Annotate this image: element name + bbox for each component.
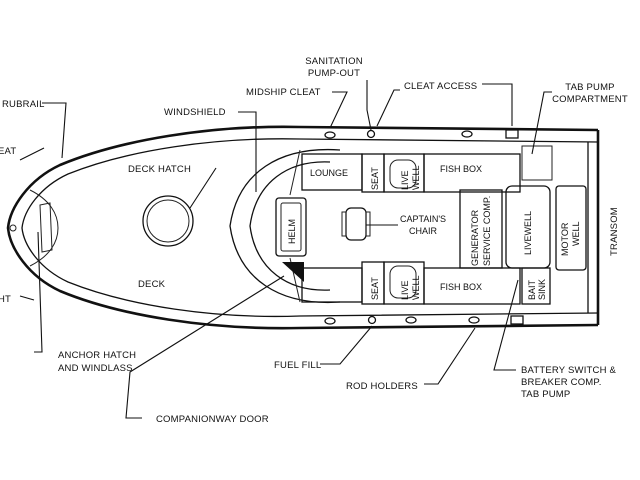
light-left-label: HT bbox=[0, 294, 11, 305]
bow-details bbox=[29, 189, 59, 267]
top-compartments bbox=[301, 145, 553, 193]
generator-label-2: SERVICE COMP. bbox=[482, 196, 492, 266]
captains-chair-label-2: CHAIR bbox=[409, 226, 438, 236]
deck-hatch bbox=[142, 195, 194, 247]
livewell-label: LIVEWELL bbox=[523, 211, 533, 255]
companionway-door-label: COMPANIONWAY DOOR bbox=[156, 414, 269, 425]
bait-sink-label-2: SINK bbox=[537, 279, 547, 300]
hull-outline bbox=[6, 125, 600, 330]
seat-bottom-label: SEAT bbox=[370, 277, 380, 300]
anchor-hatch-label-1: ANCHOR HATCH bbox=[58, 350, 136, 361]
fish-box-bottom-label: FISH BOX bbox=[440, 282, 482, 292]
midship-cleat-label: MIDSHIP CLEAT bbox=[246, 87, 321, 98]
leader-lines bbox=[19, 80, 552, 419]
sanitation-label-2: PUMP-OUT bbox=[308, 68, 360, 79]
deck-label: DECK bbox=[138, 279, 166, 290]
transom-label: TRANSOM bbox=[609, 207, 620, 256]
live-well-bottom-label-1: LIVE bbox=[400, 280, 410, 300]
fuel-fill-label: FUEL FILL bbox=[274, 360, 321, 371]
captains-chair bbox=[341, 207, 371, 241]
motor-well-label-2: WELL bbox=[571, 221, 581, 246]
helm-label: HELM bbox=[287, 219, 297, 244]
helm bbox=[275, 197, 307, 257]
battery-switch-label-3: TAB PUMP bbox=[521, 389, 570, 400]
cleats-and-fittings bbox=[324, 129, 524, 325]
live-well-top-label-2: WELL bbox=[411, 165, 421, 190]
battery-switch-label-2: BREAKER COMP. bbox=[521, 377, 602, 388]
lounge-label: LOUNGE bbox=[310, 168, 348, 178]
rubrail-label: RUBRAIL bbox=[2, 99, 45, 110]
cleat-left-label: EAT bbox=[0, 146, 16, 157]
windshield-label: WINDSHIELD bbox=[164, 107, 226, 118]
tab-pump-comp-label-1: TAB PUMP bbox=[565, 82, 614, 93]
labels: RUBRAIL EAT HT SANITATION PUMP-OUT MIDSH… bbox=[0, 56, 628, 425]
bait-sink-label-1: BAIT bbox=[527, 279, 537, 300]
captains-chair-label-1: CAPTAIN'S bbox=[400, 214, 446, 224]
tab-pump-comp-label-2: COMPARTMENT bbox=[552, 94, 628, 105]
fish-box-top-label: FISH BOX bbox=[440, 164, 482, 174]
cleat-access-label: CLEAT ACCESS bbox=[404, 81, 477, 92]
battery-switch-label-1: BATTERY SWITCH & bbox=[521, 365, 617, 376]
anchor-hatch-label-2: AND WINDLASS bbox=[58, 363, 133, 374]
companionway-door bbox=[282, 262, 304, 282]
live-well-top-label-1: LIVE bbox=[400, 170, 410, 190]
seat-top-label: SEAT bbox=[370, 167, 380, 190]
deck-hatch-label: DECK HATCH bbox=[128, 164, 191, 175]
motor-well-label-1: MOTOR bbox=[560, 222, 570, 256]
live-well-bottom-label-2: WELL bbox=[411, 275, 421, 300]
rod-holders-label: ROD HOLDERS bbox=[346, 381, 418, 392]
aft-compartments bbox=[459, 185, 587, 271]
generator-label-1: GENERATOR bbox=[470, 209, 480, 266]
sanitation-label-1: SANITATION bbox=[305, 56, 363, 67]
